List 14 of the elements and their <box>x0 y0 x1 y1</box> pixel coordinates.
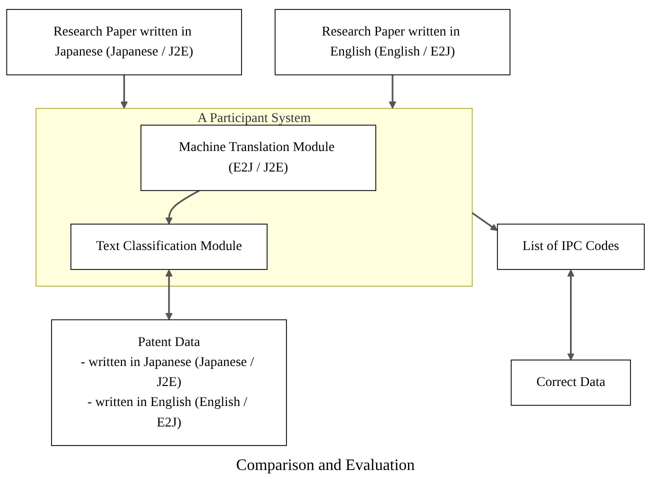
caption-text: Comparison and Evaluation <box>236 456 415 476</box>
arrow <box>388 74 396 109</box>
node-box: Machine Translation Module (E2J / J2E) <box>140 124 376 192</box>
arrow <box>165 269 173 320</box>
node-box: Research Paper written in English (English / E2J) <box>274 9 510 76</box>
arrow <box>567 269 575 360</box>
node-box: Text Classification Module <box>70 224 268 270</box>
node-box: Patent Data - written in Japanese (Japanese / J2E) - written in English (English / E2J) <box>51 319 287 446</box>
node-box: Correct Data <box>510 360 631 406</box>
arrow <box>120 74 128 109</box>
arrow <box>472 212 498 231</box>
node-box: List of IPC Codes <box>496 224 645 270</box>
arrow <box>165 190 200 224</box>
node-box: Research Paper written in Japanese (Japanese / J2E) <box>6 9 242 76</box>
